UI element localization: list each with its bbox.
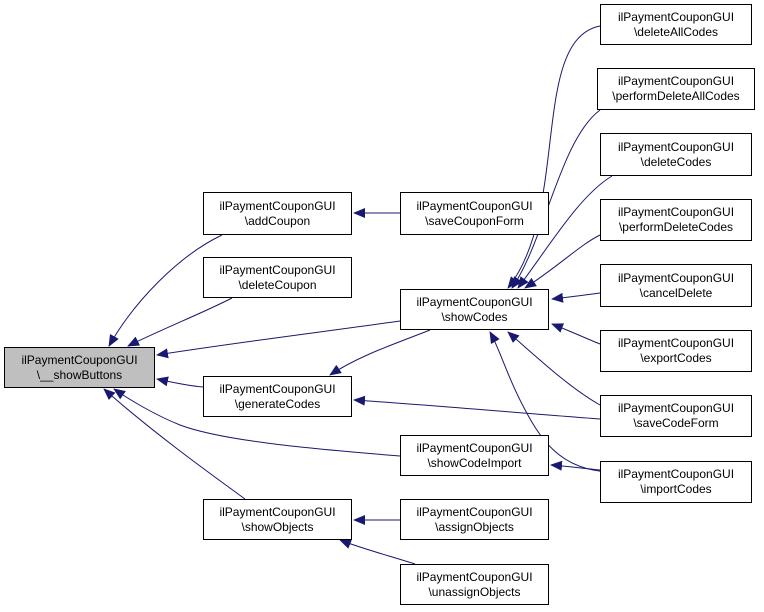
node-delete-coupon[interactable]: ilPaymentCouponGUI \deleteCoupon [203, 257, 352, 298]
edge-perform-delete-codes-to-show-codes [524, 234, 601, 289]
edge-generate-codes-to-show-buttons [156, 376, 204, 388]
node-perform-delete-codes[interactable]: ilPaymentCouponGUI \performDeleteCodes [600, 199, 752, 241]
node-method-label: \showObjects [241, 519, 314, 534]
edge-add-coupon-to-show-buttons [108, 234, 223, 347]
node-class-label: ilPaymentCouponGUI [617, 270, 735, 285]
node-method-label: \deleteCoupon [238, 277, 317, 292]
node-save-code-form[interactable]: ilPaymentCouponGUI \saveCodeForm [600, 395, 752, 437]
edge-export-codes-to-show-codes [551, 323, 601, 345]
node-save-coupon-form[interactable]: ilPaymentCouponGUI \saveCouponForm [400, 192, 549, 235]
node-method-label: \importCodes [640, 482, 712, 496]
node-class-label: ilPaymentCouponGUI [617, 205, 735, 219]
node-method-label: \unassignObjects [428, 584, 521, 599]
edge-perform-delete-all-codes-to-show-codes [511, 109, 601, 289]
node-assign-objects[interactable]: ilPaymentCouponGUI \assignObjects [400, 499, 549, 540]
edge-delete-coupon-to-show-buttons [127, 297, 233, 347]
node-show-code-import[interactable]: ilPaymentCouponGUI \showCodeImport [400, 435, 549, 476]
node-method-label: \performDeleteCodes [618, 220, 734, 234]
node-class-label: ilPaymentCouponGUI [416, 504, 533, 519]
edge-delete-codes-to-show-codes [517, 175, 613, 289]
node-method-label: \cancelDelete [639, 285, 713, 300]
node-delete-all-codes[interactable]: ilPaymentCouponGUI \deleteAllCodes [600, 4, 752, 45]
edge-save-code-form-to-generate-codes [353, 395, 601, 420]
edge-layer [103, 25, 613, 565]
node-add-coupon[interactable]: ilPaymentCouponGUI \addCoupon [203, 192, 352, 235]
node-class-label: ilPaymentCouponGUI [21, 352, 138, 367]
node-export-codes[interactable]: ilPaymentCouponGUI \exportCodes [600, 330, 752, 372]
edge-delete-all-codes-to-show-codes [507, 25, 601, 289]
node-class-label: ilPaymentCouponGUI [219, 262, 336, 277]
node-class-label: ilPaymentCouponGUI [617, 467, 735, 481]
edge-unassign-objects-to-show-objects [339, 539, 416, 565]
node-class-label: ilPaymentCouponGUI [416, 440, 533, 455]
node-class-label: ilPaymentCouponGUI [617, 401, 735, 415]
node-class-label: ilPaymentCouponGUI [219, 198, 336, 213]
edge-import-codes-to-show-code-import [550, 460, 601, 471]
node-show-codes[interactable]: ilPaymentCouponGUI \showCodes [400, 289, 549, 330]
edge-import-codes-to-show-codes [489, 331, 611, 473]
node-generate-codes[interactable]: ilPaymentCouponGUI \generateCodes [203, 376, 352, 417]
node-import-codes[interactable]: ilPaymentCouponGUI \importCodes [600, 461, 752, 503]
node-method-label: \showCodes [441, 309, 508, 324]
node-class-label: ilPaymentCouponGUI [617, 139, 735, 154]
node-method-label: \__showButtons [36, 367, 123, 382]
node-class-label: ilPaymentCouponGUI [617, 9, 735, 24]
node-method-label: \performDeleteAllCodes [612, 89, 740, 103]
node-method-label: \addCoupon [244, 213, 311, 228]
node-class-label: ilPaymentCouponGUI [617, 336, 735, 350]
node-class-label: ilPaymentCouponGUI [416, 294, 533, 309]
node-method-label: \deleteCodes [640, 154, 712, 169]
edge-show-code-import-to-show-buttons [113, 388, 401, 457]
node-method-label: \showCodeImport [427, 455, 522, 470]
node-delete-codes[interactable]: ilPaymentCouponGUI \deleteCodes [600, 133, 752, 176]
node-class-label: ilPaymentCouponGUI [416, 569, 533, 584]
node-unassign-objects[interactable]: ilPaymentCouponGUI \unassignObjects [400, 564, 549, 605]
node-method-label: \saveCodeForm [633, 416, 719, 430]
node-show-buttons[interactable]: ilPaymentCouponGUI \__showButtons [4, 347, 155, 388]
node-class-label: ilPaymentCouponGUI [416, 198, 533, 213]
edge-show-objects-to-show-buttons [103, 388, 246, 500]
edge-save-code-form-to-show-codes [507, 331, 601, 406]
node-method-label: \deleteAllCodes [633, 24, 719, 39]
node-class-label: ilPaymentCouponGUI [617, 74, 735, 88]
node-cancel-delete[interactable]: ilPaymentCouponGUI \cancelDelete [600, 264, 752, 307]
node-method-label: \assignObjects [435, 519, 514, 534]
node-method-label: \exportCodes [640, 351, 712, 365]
node-perform-delete-all-codes[interactable]: ilPaymentCouponGUI \performDeleteAllCode… [597, 68, 755, 110]
node-class-label: ilPaymentCouponGUI [219, 381, 336, 396]
node-method-label: \saveCouponForm [425, 213, 524, 228]
edge-show-codes-to-show-buttons [156, 320, 401, 359]
node-method-label: \generateCodes [234, 396, 321, 411]
node-class-label: ilPaymentCouponGUI [219, 504, 336, 519]
edge-cancel-delete-to-show-codes [551, 292, 601, 303]
edge-show-codes-to-generate-codes [329, 329, 431, 376]
node-show-objects[interactable]: ilPaymentCouponGUI \showObjects [203, 499, 352, 540]
